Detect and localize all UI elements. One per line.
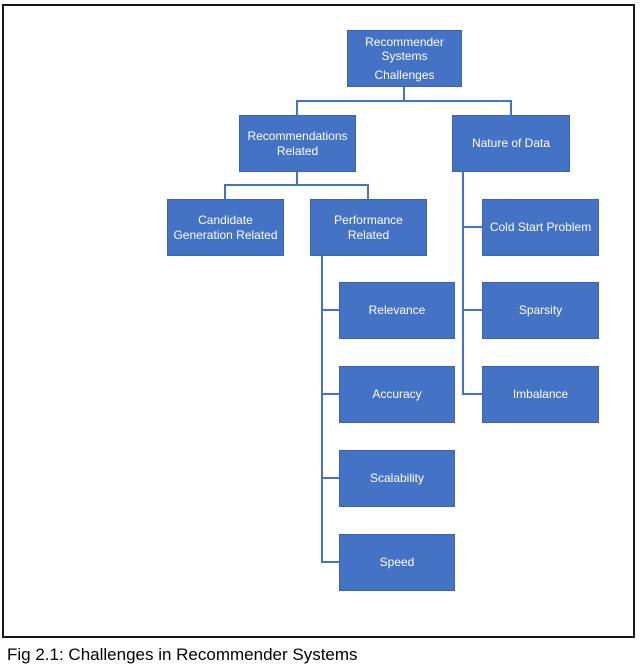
node-label: Imbalance: [512, 387, 569, 402]
node-label: Relevance: [368, 303, 426, 318]
connector-performance-hanging-bus: [321, 256, 323, 563]
node-label: Performance Related: [334, 213, 403, 242]
connector-level2-bus: [224, 184, 369, 186]
connector-root-stem: [403, 87, 405, 102]
connector-nature-hanging-bus: [462, 172, 464, 395]
connector-candidate-drop: [224, 184, 226, 199]
root-node-title: Recommender Systems: [365, 34, 444, 63]
node-accuracy: Accuracy: [339, 366, 455, 423]
node-label: Recommendations Related: [247, 129, 348, 158]
node-label: Accuracy: [372, 387, 422, 402]
node-performance-related: Performance Related: [310, 199, 427, 256]
root-node-subtitle: Challenges: [374, 68, 435, 83]
connector-level1-bus: [296, 100, 512, 102]
node-recommender-systems-challenges: Recommender Systems Challenges: [347, 30, 462, 87]
connector-performance-drop: [367, 184, 369, 199]
node-candidate-generation-related: Candidate Generation Related: [167, 199, 284, 256]
connector-cold-start-stub: [462, 226, 482, 228]
connector-accuracy-stub: [321, 393, 339, 395]
connector-recommendations-stem: [296, 172, 298, 186]
node-nature-of-data: Nature of Data: [452, 115, 570, 172]
node-imbalance: Imbalance: [482, 366, 599, 423]
connector-sparsity-stub: [462, 309, 482, 311]
node-relevance: Relevance: [339, 282, 455, 339]
node-cold-start-problem: Cold Start Problem: [482, 199, 599, 256]
node-speed: Speed: [339, 534, 455, 591]
connector-nature-drop: [510, 100, 512, 115]
connector-imbalance-stub: [462, 393, 482, 395]
connector-recommendations-drop: [296, 100, 298, 115]
figure-caption: Fig 2.1: Challenges in Recommender Syste…: [7, 645, 358, 664]
node-sparsity: Sparsity: [482, 282, 599, 339]
connector-relevance-stub: [321, 309, 339, 311]
node-label: Speed: [379, 555, 415, 570]
node-label: Sparsity: [518, 303, 563, 318]
node-label: Candidate Generation Related: [173, 213, 278, 242]
node-label: Nature of Data: [471, 136, 551, 151]
node-scalability: Scalability: [339, 450, 455, 507]
node-label: Scalability: [369, 471, 425, 486]
node-recommendations-related: Recommendations Related: [239, 115, 356, 172]
connector-speed-stub: [321, 561, 339, 563]
connector-scalability-stub: [321, 477, 339, 479]
node-label: Cold Start Problem: [489, 220, 592, 235]
